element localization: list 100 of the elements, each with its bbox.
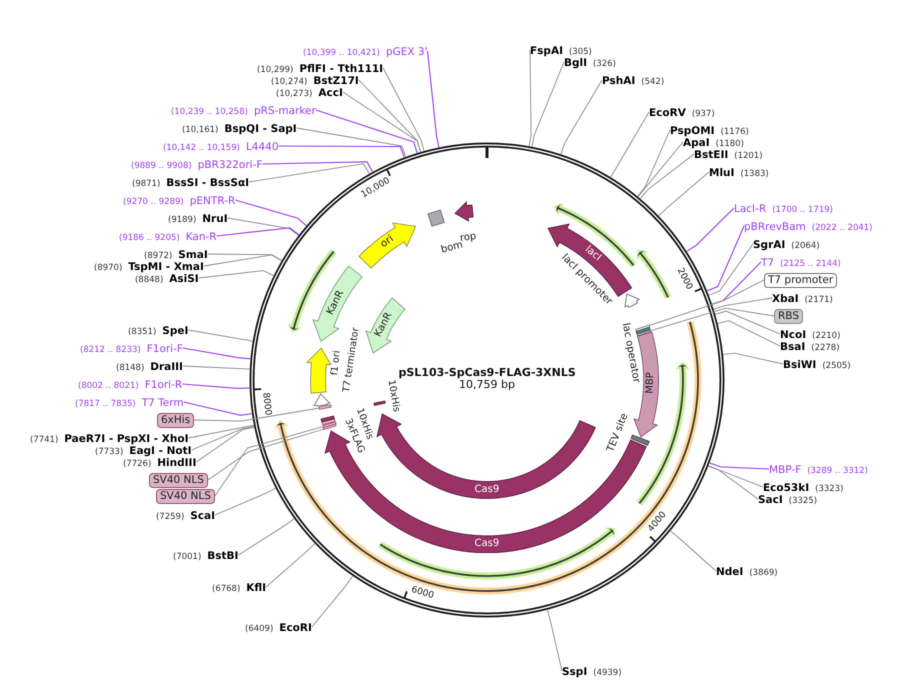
enzyme-name: EagI - NotI	[129, 444, 192, 456]
cut-site-position: (2171)	[804, 294, 833, 304]
cut-site-position: (8848)	[135, 274, 164, 284]
leader-line	[382, 68, 424, 152]
primer-binding-range: (10,142 .. 10,159)	[163, 142, 240, 152]
primer-binding-range: (9889 .. 9908)	[131, 160, 192, 170]
leader-line	[182, 383, 250, 390]
enzyme-name: BstBI	[207, 550, 238, 562]
primer-binding-range: (3289 .. 3312)	[807, 466, 868, 476]
cut-site-position: (2064)	[791, 240, 820, 250]
enzyme-name: SgrAI	[753, 238, 786, 250]
leader-line	[183, 401, 252, 416]
feature-label: lacI	[582, 244, 604, 265]
leader-line	[713, 298, 772, 310]
enzyme-name: NruI	[202, 212, 228, 224]
enzyme-name: BglI	[564, 56, 588, 68]
primer-name: pENTR-R	[190, 194, 236, 206]
leader-line	[203, 254, 282, 266]
feature-mark	[318, 404, 332, 410]
primer-binding-range: (8002 .. 8021)	[78, 380, 139, 390]
cut-site-position: (1180)	[716, 138, 744, 148]
cut-site-position: (7001)	[173, 552, 202, 562]
primer-name: LacI-R	[734, 202, 766, 214]
cut-site-position: (1201)	[734, 150, 763, 160]
cut-site-position: (1383)	[740, 168, 769, 178]
feature-label: lac operator	[618, 322, 642, 384]
cut-site-position: (8970)	[94, 262, 122, 272]
cut-site-position: (9189)	[168, 214, 196, 224]
enzyme-name: BsiWI	[783, 358, 816, 370]
cut-site-position: (6409)	[245, 624, 274, 634]
cut-site-position: (10,161)	[182, 124, 218, 134]
enzyme-name: NdeI	[716, 566, 744, 578]
feature-tag: SV40 NLS	[149, 472, 208, 488]
leader-line	[638, 142, 684, 198]
feature-label: bom	[440, 240, 465, 258]
enzyme-name: PspOMI	[670, 124, 715, 136]
enzyme-name: SacI	[758, 494, 783, 506]
cut-site-position: (7726)	[123, 458, 152, 468]
primer-binding-range: (2125 .. 2144)	[780, 258, 841, 268]
primer-binding-range: (10,399 .. 10,421)	[303, 48, 380, 58]
leader-line	[686, 208, 734, 252]
leader-line	[528, 50, 532, 147]
feature-tag: RBS	[774, 308, 803, 324]
leader-line	[717, 320, 780, 346]
enzyme-name: AccI	[318, 86, 343, 98]
leader-line	[358, 80, 422, 152]
leader-line	[708, 465, 764, 488]
leader-line	[650, 308, 774, 332]
cut-site-position: (7259)	[156, 512, 184, 522]
primer-name: T7	[761, 256, 774, 268]
cut-site-position: (7741)	[30, 434, 58, 444]
enzyme-name: SspI	[562, 666, 588, 678]
primer-binding-range: (1700 .. 1719)	[772, 204, 833, 214]
primer-name: MBP-F	[769, 464, 802, 476]
cut-site-position: (2210)	[812, 330, 840, 340]
leader-line	[296, 128, 406, 158]
leader-line	[532, 62, 564, 148]
enzyme-name: ScaI	[190, 510, 216, 522]
primer-name: T7 Term	[142, 396, 184, 408]
leader-line	[278, 145, 405, 158]
leader-line	[182, 366, 250, 370]
plasmid-length: 10,759 bp	[459, 379, 515, 391]
cut-site-position: (10,274)	[271, 76, 308, 86]
enzyme-name: EcoRI	[279, 622, 312, 634]
enzyme-name: PflFI - Tth111I	[299, 62, 384, 74]
feature-tag: T7 promoter	[764, 272, 838, 288]
primer-name: pBRrevBam	[744, 220, 806, 232]
leader-line	[214, 426, 324, 496]
leader-line	[182, 347, 250, 360]
leader-line	[649, 280, 764, 326]
enzyme-name: MluI	[709, 166, 734, 178]
primer-binding-range: (9186 .. 9205)	[119, 232, 180, 242]
leader-line	[708, 466, 758, 500]
leader-line	[198, 270, 274, 278]
leader-line	[266, 543, 316, 588]
cut-site-position: (3323)	[815, 484, 844, 494]
cut-site-position: (8148)	[116, 362, 144, 372]
primer-name: F1ori-F	[146, 342, 183, 354]
tick-label: 2000	[674, 266, 694, 292]
leader-line	[610, 112, 650, 178]
leader-line	[207, 428, 324, 480]
cut-site-position: (8351)	[128, 326, 156, 336]
feature-label: Cas9	[474, 484, 500, 496]
leader-line	[670, 530, 716, 572]
leader-line	[722, 352, 784, 364]
enzyme-name: PaeR7I - PspXI - XhoI	[64, 432, 188, 444]
leader-line	[227, 218, 299, 236]
leader-line	[706, 226, 744, 292]
enzyme-name: BsaI	[780, 340, 806, 352]
leader-line	[426, 50, 440, 148]
leader-line	[708, 244, 754, 296]
enzyme-name: XbaI	[772, 292, 799, 304]
leader-line	[188, 330, 254, 342]
cut-site-position: (2505)	[822, 360, 851, 370]
leader-line	[248, 163, 370, 182]
enzyme-name: BssSI - BssSαI	[166, 176, 250, 188]
leader-line	[342, 92, 421, 152]
feature-label: TEV site	[606, 412, 632, 454]
tick-label: 6000	[410, 584, 436, 601]
leader-line	[216, 227, 300, 237]
